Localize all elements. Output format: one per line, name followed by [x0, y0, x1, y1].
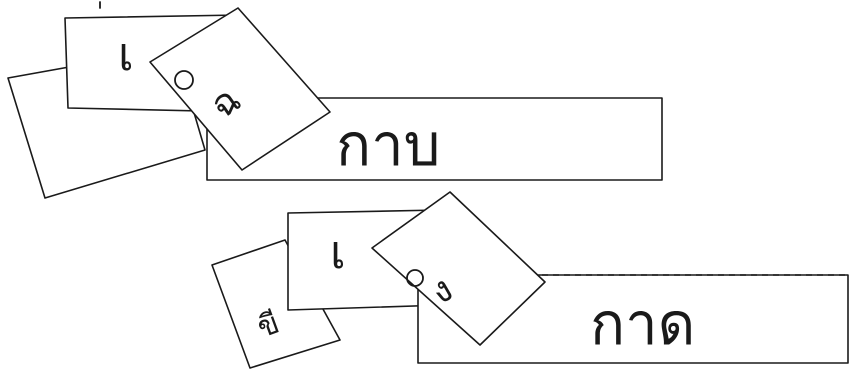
card-group-1: เ กาบ ฉ: [8, 2, 662, 198]
vowel-symbol-2: เ: [330, 225, 346, 279]
word-2: กาด: [590, 290, 695, 358]
vowel-symbol-1: เ: [118, 27, 134, 81]
card-group-2: ขี เ กาด ง: [212, 192, 848, 368]
word-1: กาบ: [336, 111, 441, 179]
